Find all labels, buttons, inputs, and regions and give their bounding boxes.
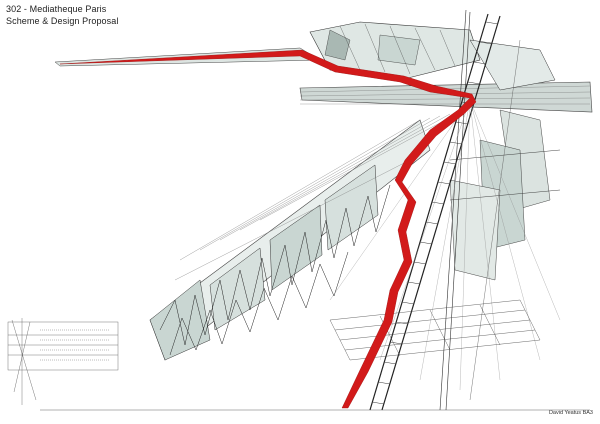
project-subtitle: Scheme & Design Proposal [6,16,119,26]
radiating-lines [329,99,561,391]
diagonal-arm [149,111,461,361]
right-cluster [449,109,561,281]
project-title: 302 - Mediatheque Paris [6,4,107,14]
lower-plate [329,299,541,361]
title-block: 302 - Mediatheque Paris Scheme & Design … [6,3,118,27]
section-diagram [7,318,119,405]
author-credit: David Yeatus BA3 [548,410,593,416]
red-circulation-route [59,49,477,409]
lattice-tower [369,9,521,411]
upper-volume [54,21,593,113]
